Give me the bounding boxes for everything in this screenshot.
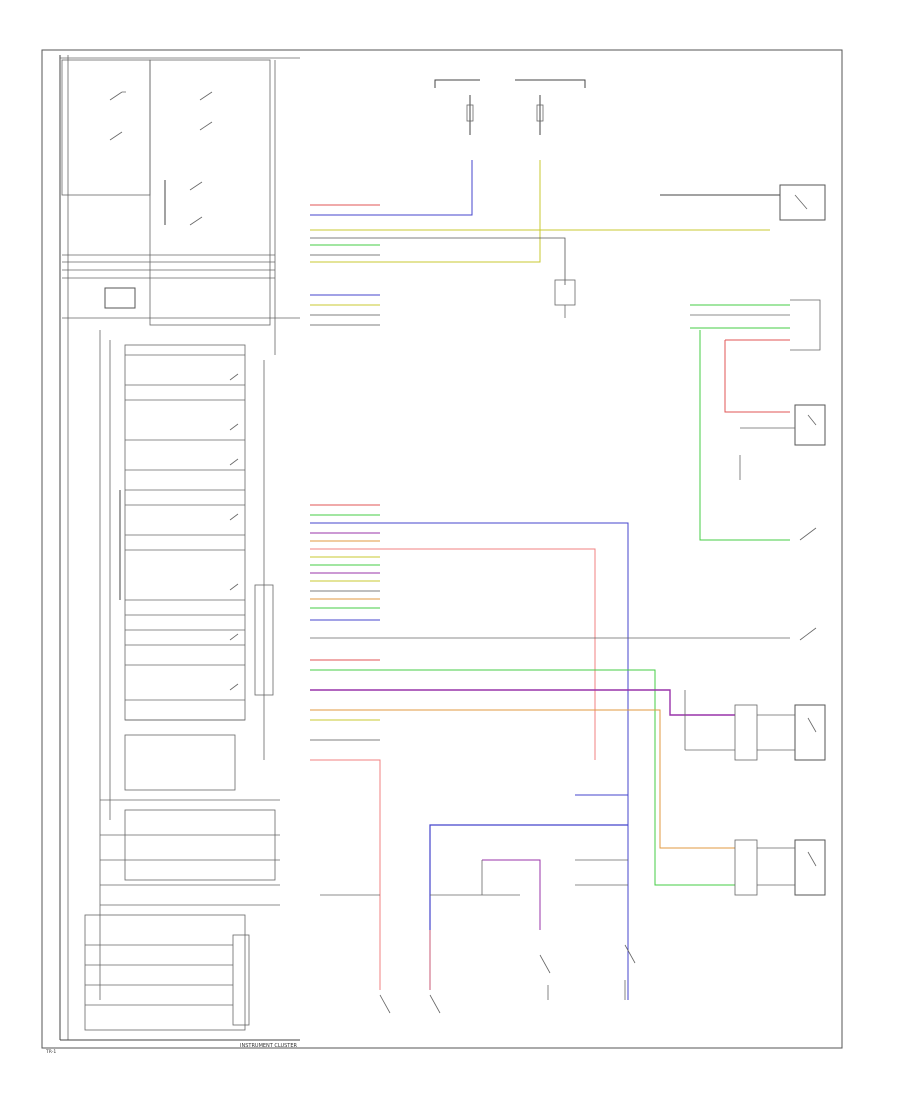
corner-tag: TR-1 [45,1049,56,1055]
diagram-border [41,49,843,1049]
lower-sensors [320,794,636,1014]
right-switch-group [660,184,826,541]
instrument-cluster: INSTRUMENT CLUSTER TR-1 [45,55,300,1055]
lower-right-switches [734,704,826,896]
fuse-block [434,79,586,135]
cluster-label: INSTRUMENT CLUSTER [240,1043,298,1049]
upper-wire-harness [310,160,770,326]
middle-wire-harness [310,504,817,1000]
